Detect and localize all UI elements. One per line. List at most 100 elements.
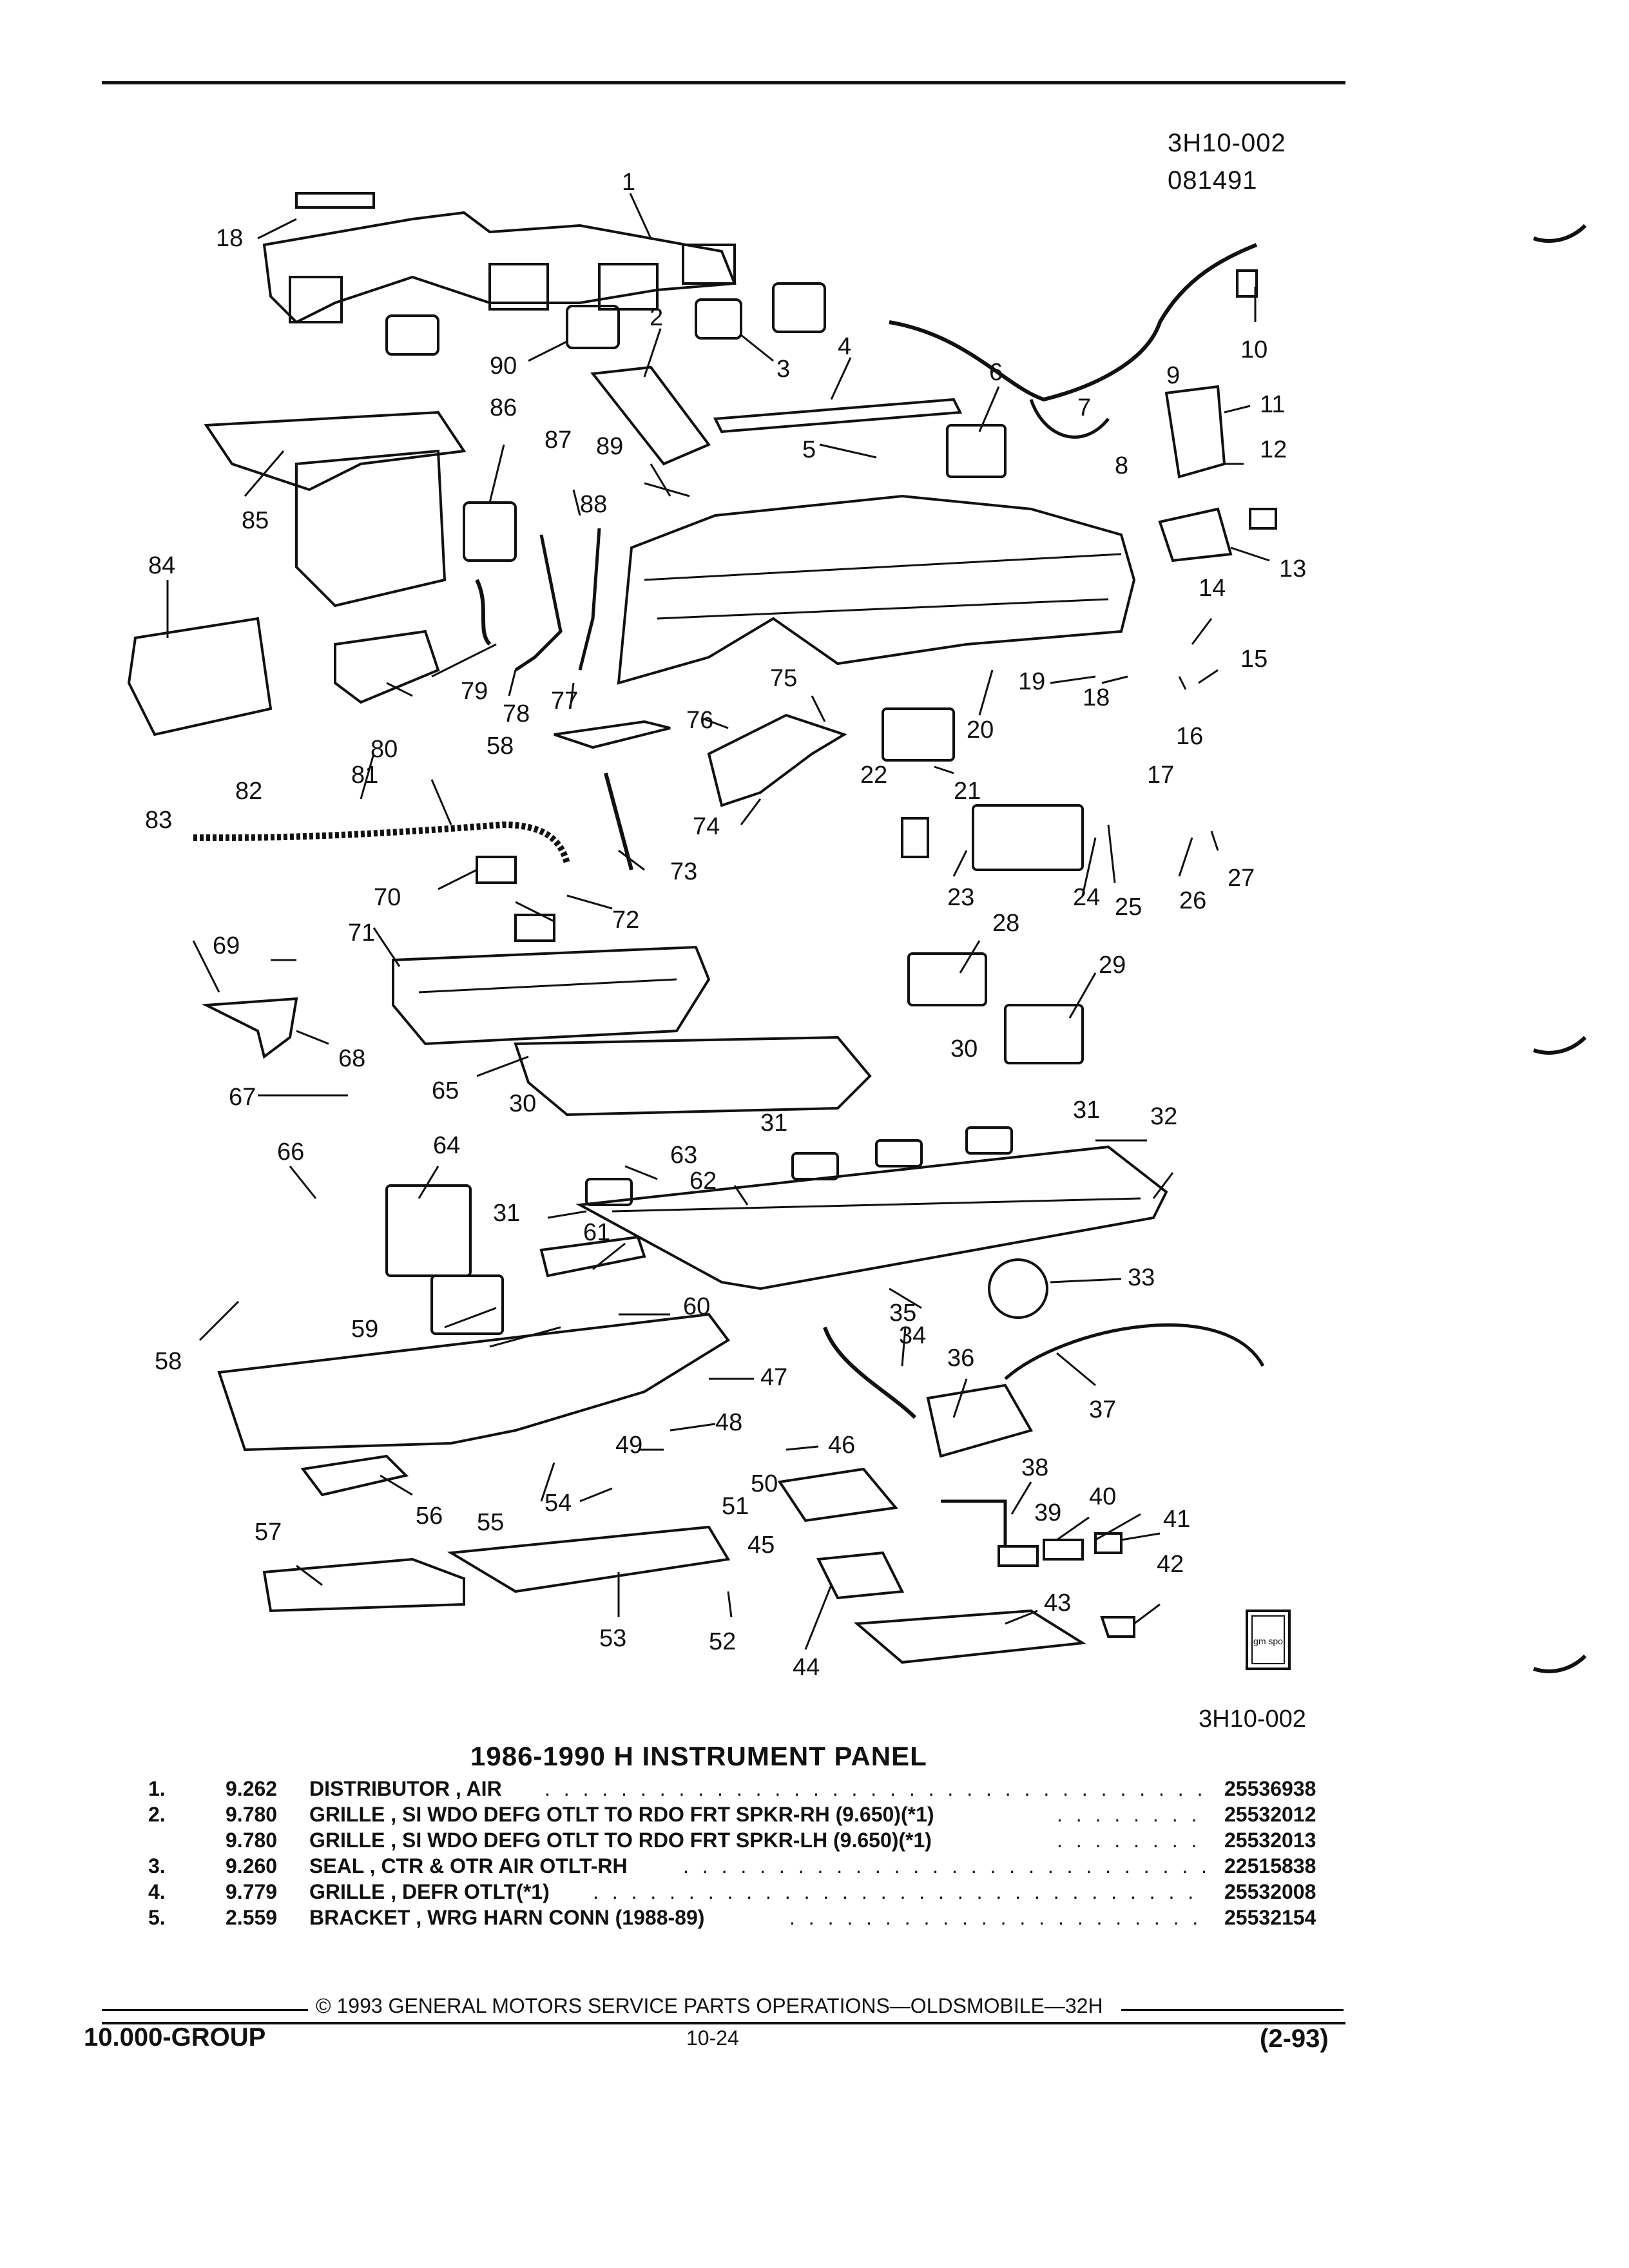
part-description: GRILLE , SI WDO DEFG OTLT TO RDO FRT SPK…: [309, 1829, 932, 1852]
footer-rule-bottom: [102, 2022, 1345, 2024]
callout-45: 45: [747, 1532, 775, 1559]
callout-33: 33: [1128, 1264, 1155, 1291]
gm-spo-logo: gm spo: [1246, 1610, 1291, 1670]
callout-46: 46: [828, 1432, 855, 1459]
callout-84: 84: [148, 552, 175, 579]
callout-2: 2: [650, 304, 663, 331]
list-item: 3. 9.260 SEAL , CTR & OTR AIR OTLT-RH . …: [0, 1854, 1629, 1880]
callout-17: 17: [1147, 762, 1174, 789]
callout-57: 57: [255, 1519, 282, 1546]
part-description: BRACKET , WRG HARN CONN (1988-89): [309, 1906, 705, 1929]
callout-52: 52: [709, 1628, 736, 1655]
group-number: 2.559: [226, 1906, 278, 1929]
callout-64: 64: [433, 1132, 460, 1159]
callout-11: 11: [1260, 391, 1285, 418]
callout-58b: 58: [487, 733, 514, 760]
dot-leader: . . . . . . . . . . . . . . . . . . . . …: [545, 1777, 1205, 1800]
callout-18: 18: [1083, 684, 1110, 711]
callout-60: 60: [683, 1293, 710, 1320]
callout-48: 48: [715, 1409, 742, 1436]
callout-50: 50: [751, 1470, 778, 1497]
callout-27: 27: [1228, 865, 1255, 892]
part-description: GRILLE , DEFR OTLT(*1): [309, 1880, 550, 1903]
page-number: 10-24: [686, 2026, 739, 2050]
callout-59: 59: [351, 1316, 378, 1343]
callout-30: 30: [950, 1035, 978, 1062]
callout-21: 21: [954, 778, 981, 805]
callout-24: 24: [1073, 884, 1100, 911]
ref-code: 3H10-002: [1168, 129, 1286, 157]
callout-35: 35: [889, 1300, 916, 1327]
callout-12: 12: [1260, 436, 1287, 463]
callout-8: 8: [1115, 452, 1128, 479]
dot-leader: . . . . . . . . . . . . . . . .: [1057, 1803, 1211, 1826]
part-number: 22515838: [1224, 1854, 1316, 1878]
callout-58: 58: [155, 1348, 182, 1375]
item-number: 5.: [148, 1906, 166, 1929]
part-number: 25532013: [1224, 1829, 1316, 1852]
callout-86: 86: [490, 394, 517, 421]
callout-85: 85: [242, 507, 269, 534]
callout-77: 77: [551, 687, 578, 715]
callout-83: 83: [145, 807, 172, 834]
group-number: 9.260: [226, 1854, 278, 1878]
callout-79: 79: [461, 678, 488, 705]
callout-22: 22: [860, 762, 887, 789]
group-number: 9.779: [226, 1880, 278, 1903]
group-number: 9.780: [226, 1803, 278, 1826]
callout-38: 38: [1021, 1454, 1048, 1481]
revision-label: (2-93): [1260, 2024, 1329, 2053]
callout-13: 13: [1279, 555, 1306, 582]
callout-62: 62: [689, 1168, 717, 1195]
callout-numbers: 1 2 3 4 5 6 7 8 9 10 11 12 13 14 15 16 1…: [145, 169, 1306, 1733]
callout-54: 54: [545, 1490, 572, 1517]
callout-28: 28: [992, 910, 1019, 937]
dot-leader: . . . . . . . . . . . . . . . . . . . . …: [683, 1854, 1208, 1878]
dot-leader: . . . . . . . . . . . . . . . . . . . . …: [789, 1906, 1208, 1929]
callout-90: 90: [490, 352, 517, 380]
callout-15: 15: [1240, 646, 1268, 673]
list-item: 2. 9.780 GRILLE , SI WDO DEFG OTLT TO RD…: [0, 1803, 1629, 1829]
air-distributor-duct: [262, 211, 737, 324]
callout-31: 31: [1073, 1097, 1100, 1124]
callout-1: 1: [622, 169, 635, 196]
list-item: 4. 9.779 GRILLE , DEFR OTLT(*1) . . . . …: [0, 1880, 1629, 1906]
callout-80: 80: [371, 736, 398, 763]
list-item: 5. 2.559 BRACKET , WRG HARN CONN (1988-8…: [0, 1906, 1629, 1932]
part-number: 25532012: [1224, 1803, 1316, 1826]
callout-55: 55: [477, 1509, 504, 1536]
part-number: 25532008: [1224, 1880, 1316, 1903]
callout-82: 82: [235, 778, 262, 805]
callout-31b: 31: [760, 1110, 787, 1137]
callout-5: 5: [802, 436, 816, 463]
dot-leader: . . . . . . . . . . . . . . . . . . . . …: [593, 1880, 1208, 1903]
callout-89: 89: [596, 433, 623, 460]
binder-marks: [1533, 224, 1587, 1673]
item-number: 2.: [148, 1803, 166, 1826]
part-description: SEAL , CTR & OTR AIR OTLT-RH: [309, 1854, 628, 1878]
callout-42: 42: [1157, 1551, 1184, 1578]
callout-25: 25: [1115, 894, 1142, 921]
callout-53: 53: [599, 1625, 626, 1652]
parts-list-title: 1986-1990 H INSTRUMENT PANEL: [470, 1741, 927, 1771]
callout-69: 69: [213, 932, 240, 959]
callout-34: 34: [899, 1322, 926, 1349]
callout-81: 81: [351, 762, 378, 789]
group-number: 9.780: [226, 1829, 278, 1852]
bottom-ref-code: 3H10-002: [1199, 1706, 1306, 1733]
callout-41: 41: [1163, 1506, 1190, 1533]
callout-3: 3: [776, 356, 790, 383]
footer-rule-right: [1121, 2009, 1344, 2011]
callout-72: 72: [612, 907, 639, 934]
callout-68: 68: [338, 1045, 365, 1072]
callout-51: 51: [722, 1493, 749, 1520]
callout-4: 4: [838, 333, 851, 360]
part-illustrations: [127, 192, 1277, 1664]
callout-56: 56: [416, 1503, 443, 1530]
callout-40: 40: [1089, 1483, 1116, 1510]
callout-39: 39: [1034, 1499, 1061, 1526]
callout-29: 29: [1099, 952, 1126, 979]
leader-lines: [166, 193, 1270, 1650]
callout-7: 7: [1077, 394, 1091, 421]
callout-49: 49: [615, 1432, 642, 1459]
